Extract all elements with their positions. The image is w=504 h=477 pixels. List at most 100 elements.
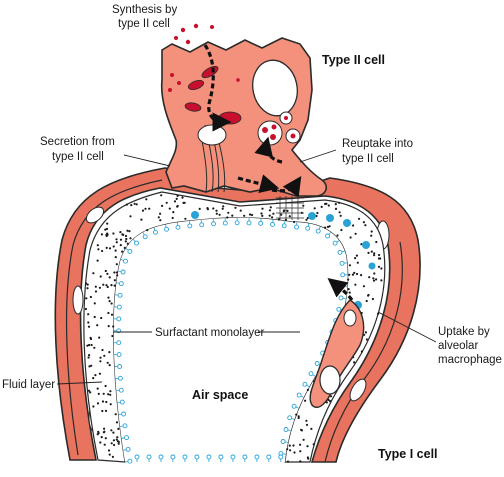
label-synthesis-line2: type II cell bbox=[118, 18, 170, 30]
lipid-head bbox=[117, 375, 123, 381]
surfactant-dot bbox=[159, 212, 162, 215]
surfactant-dot bbox=[111, 334, 114, 338]
surfactant-dot bbox=[380, 279, 383, 282]
surfactant-dot bbox=[105, 246, 108, 249]
surfactant-dot bbox=[145, 198, 148, 201]
surfactant-dot bbox=[112, 325, 115, 328]
surfactant-dot bbox=[349, 236, 352, 239]
lipid-head bbox=[127, 458, 133, 464]
surfactant-dot bbox=[97, 430, 100, 433]
surfactant-dot bbox=[172, 211, 175, 214]
surfactant-dot bbox=[100, 233, 103, 236]
surfactant-dot bbox=[98, 372, 101, 375]
lipid-head bbox=[242, 454, 248, 460]
surfactant-dot bbox=[110, 429, 113, 432]
surfactant-dot bbox=[105, 400, 108, 404]
surfactant-dot bbox=[293, 220, 296, 224]
surfactant-dot bbox=[370, 230, 373, 233]
surfactant-dot bbox=[117, 427, 120, 430]
surfactant-dot bbox=[97, 392, 100, 395]
surfactant-dot bbox=[85, 297, 88, 300]
surfactant-dot bbox=[111, 455, 114, 458]
leader-lines bbox=[56, 149, 437, 385]
surfactant-dot bbox=[116, 440, 120, 443]
surfactant-dot bbox=[117, 442, 120, 445]
lipid-head bbox=[124, 435, 129, 441]
lipid-head bbox=[134, 454, 140, 460]
surfactant-dot bbox=[141, 209, 145, 212]
surfactant-dot bbox=[93, 346, 96, 349]
lipid-head bbox=[122, 423, 128, 429]
surfactant-dot bbox=[104, 409, 108, 412]
surfactant-dot bbox=[146, 229, 149, 232]
label-reuptake-line1: Reuptake into bbox=[342, 138, 413, 150]
lipid-head bbox=[194, 454, 200, 460]
surfactant-dot bbox=[106, 222, 109, 225]
surfactant-dot bbox=[355, 254, 358, 257]
lipid-head bbox=[246, 220, 252, 226]
surfactant-dot bbox=[165, 201, 168, 204]
surfactant-dot bbox=[161, 204, 164, 207]
surfactant-dot bbox=[215, 209, 218, 212]
surfactant-dot bbox=[110, 302, 113, 305]
surfactant-dot bbox=[280, 213, 283, 216]
lipid-head bbox=[117, 292, 123, 298]
surfactant-dot bbox=[367, 293, 370, 297]
surfactant-dot bbox=[113, 284, 116, 287]
surfactant-dot bbox=[115, 438, 118, 441]
surfactant-dot bbox=[347, 288, 350, 291]
surfactant-dot bbox=[93, 315, 96, 319]
lipid-head bbox=[332, 240, 338, 246]
lipid-head bbox=[222, 220, 228, 226]
surfactant-dot bbox=[113, 443, 116, 447]
surfactant-dot bbox=[373, 252, 376, 255]
surfactant-dot bbox=[283, 209, 286, 212]
surfactant-dot bbox=[89, 337, 93, 341]
lipid-head bbox=[142, 234, 148, 240]
surfactant-dot bbox=[226, 216, 229, 219]
lipid-head bbox=[283, 427, 289, 432]
surfactant-dot bbox=[339, 214, 342, 217]
surfactant-dot bbox=[109, 393, 112, 396]
surfactant-dot bbox=[110, 442, 113, 445]
surfactant-dot bbox=[173, 200, 177, 203]
surfactant-dot bbox=[105, 284, 108, 287]
lipid-head bbox=[117, 364, 123, 369]
surfactant-dot bbox=[101, 249, 104, 253]
surfactant-dot bbox=[96, 433, 99, 436]
surfactant-dot bbox=[108, 351, 111, 354]
surfactant-dot bbox=[354, 232, 357, 235]
lipid-head bbox=[118, 387, 124, 393]
surfactant-dot bbox=[360, 243, 363, 246]
lipid-head bbox=[182, 454, 188, 460]
lipid-head bbox=[119, 399, 125, 405]
surfactant-dot bbox=[176, 204, 179, 208]
surfactant-dot bbox=[93, 302, 96, 305]
lipid-head bbox=[278, 454, 284, 460]
surfactant-dot bbox=[113, 279, 116, 282]
surfactant-dot bbox=[112, 439, 115, 442]
surfactant-dot bbox=[104, 384, 107, 388]
label-reuptake-line2: type II cell bbox=[342, 153, 394, 165]
surfactant-dot bbox=[129, 237, 132, 240]
surfactant-dot bbox=[101, 409, 104, 413]
surfactant-dot bbox=[97, 248, 100, 251]
surfactant-dot bbox=[115, 421, 119, 424]
surfactant-dot bbox=[124, 240, 127, 243]
label-air-space: Air space bbox=[192, 388, 248, 402]
surfactant-dot bbox=[297, 415, 300, 418]
lipid-head bbox=[325, 233, 331, 239]
surfactant-dot bbox=[325, 202, 328, 205]
surfactant-dot bbox=[87, 313, 90, 316]
surfactant-dot bbox=[302, 204, 305, 207]
surfactant-dot bbox=[123, 246, 126, 249]
surfactant-dot bbox=[362, 221, 365, 224]
surfactant-dot bbox=[277, 218, 281, 221]
surfactant-dot bbox=[89, 391, 92, 394]
label-uptake-line3: macrophage bbox=[438, 354, 502, 366]
label-uptake-line1: Uptake by bbox=[438, 326, 490, 338]
surfactant-dot bbox=[306, 445, 309, 448]
surfactant-dot bbox=[334, 203, 337, 206]
lipid-head bbox=[218, 454, 224, 460]
surfactant-dot bbox=[198, 207, 201, 210]
